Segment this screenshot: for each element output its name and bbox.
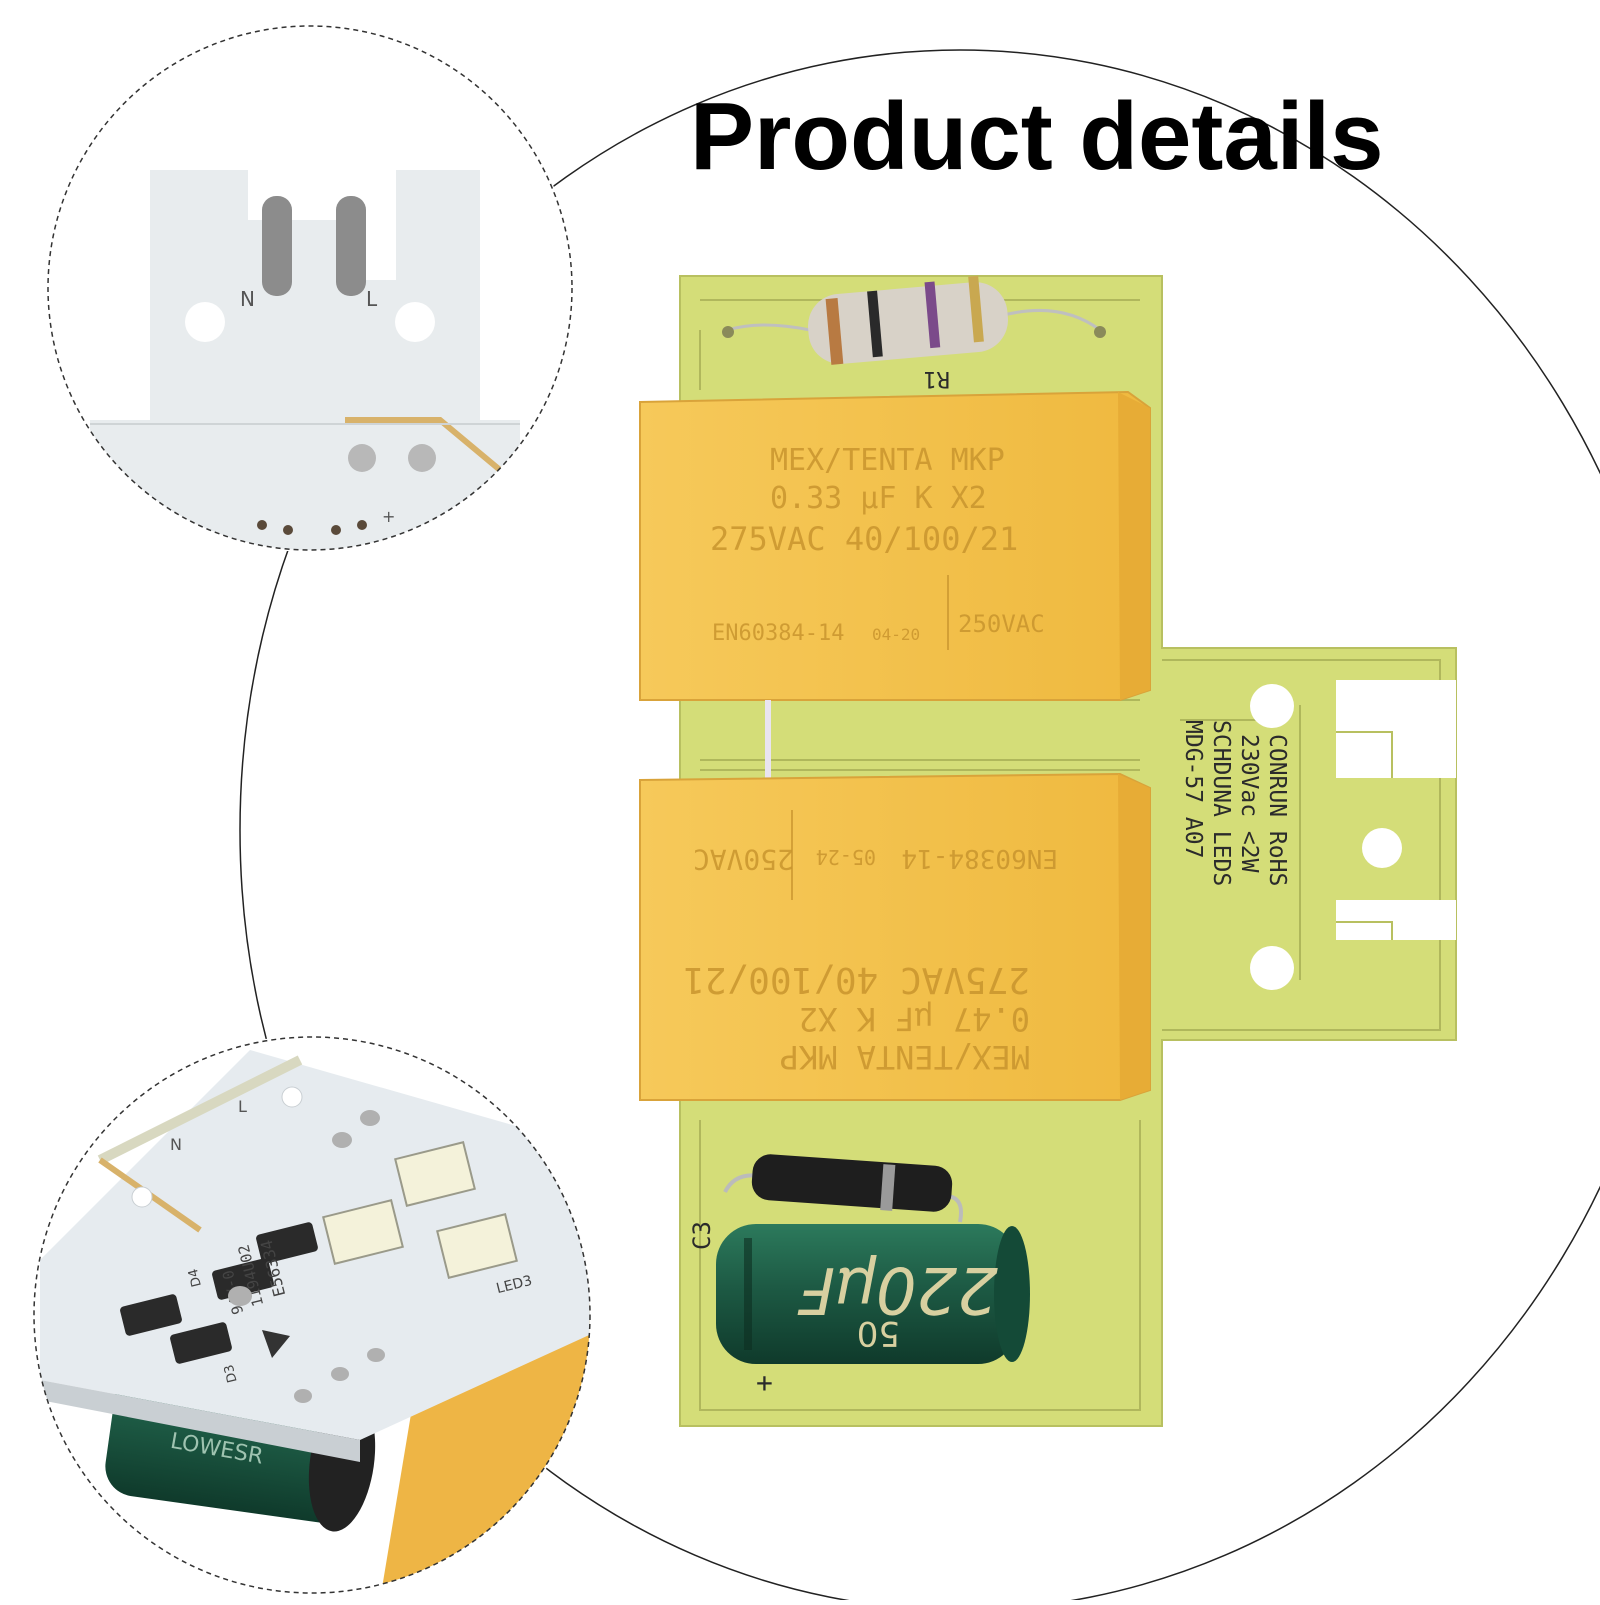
bottom-inset-d3: D3 [222, 1363, 241, 1384]
page-title: Product details [690, 83, 1384, 190]
cap-top-code: 04-20 [872, 625, 920, 644]
silkscreen-line-4: MDG-57 A07 [1180, 720, 1206, 858]
silkscreen-line-2: 230Vac <2W [1236, 734, 1262, 873]
cap-bottom-rating: 250VAC [693, 843, 794, 876]
electrolytic-value: 220µF [797, 1252, 998, 1326]
resistor-label: R1 [924, 366, 951, 391]
bottom-inset-l: L [238, 1097, 247, 1116]
cap-top-rating: 250VAC [958, 610, 1045, 638]
cap-top-line3: 275VAC 40/100/21 [710, 520, 1018, 558]
capacitor-top: MEX/TENTA MKP 0.33 µF K X2 275VAC 40/100… [639, 390, 1151, 701]
cap-top-line1: MEX/TENTA MKP [770, 443, 1005, 478]
silkscreen-line-1: CONRUN RoHS [1264, 734, 1290, 886]
cap-bottom-code: 05-24 [816, 845, 876, 869]
bottom-inset-d4: D4 [186, 1267, 205, 1288]
silkscreen-line-3: SCHDUNA LEDS [1208, 720, 1234, 886]
main-pcb: CONRUN RoHS 230Vac <2W SCHDUNA LEDS MDG-… [639, 275, 1457, 1427]
diode [723, 1154, 963, 1223]
electrolytic-voltage: 50 [857, 1313, 900, 1353]
bottom-inset-n: N [170, 1135, 182, 1154]
capacitor-bottom: EN60384-14 05-24 250VAC 275VAC 40/100/21… [639, 772, 1151, 1101]
cap-bottom-line4: EN60384-14 [901, 843, 1058, 873]
cap-bottom-line1: MEX/TENTA MKP [780, 1038, 1030, 1076]
top-inset-l: L [366, 287, 378, 311]
large-circle-outline [239, 49, 1600, 1605]
top-inset-plus: + [382, 507, 395, 526]
c3-designator: C3 [688, 1221, 716, 1250]
inset-bottom: LOWESR N L LED3 D3 [32, 1035, 592, 1595]
electrolytic-capacitor: 220µF 50 + [716, 1224, 1030, 1399]
resistor: R1 [722, 275, 1106, 391]
cap-top-line4: EN60384-14 [712, 621, 844, 646]
cap-bottom-line2: 0.47 µF K X2 [799, 1000, 1030, 1038]
cap-top-line2: 0.33 µF K X2 [770, 481, 987, 516]
inset-top: N L + [46, 24, 574, 552]
cap-bottom-line3: 275VAC 40/100/21 [683, 959, 1030, 1000]
smd-leds [322, 1141, 518, 1279]
electrolytic-plus: + [756, 1366, 773, 1399]
top-inset-n: N [240, 287, 255, 311]
